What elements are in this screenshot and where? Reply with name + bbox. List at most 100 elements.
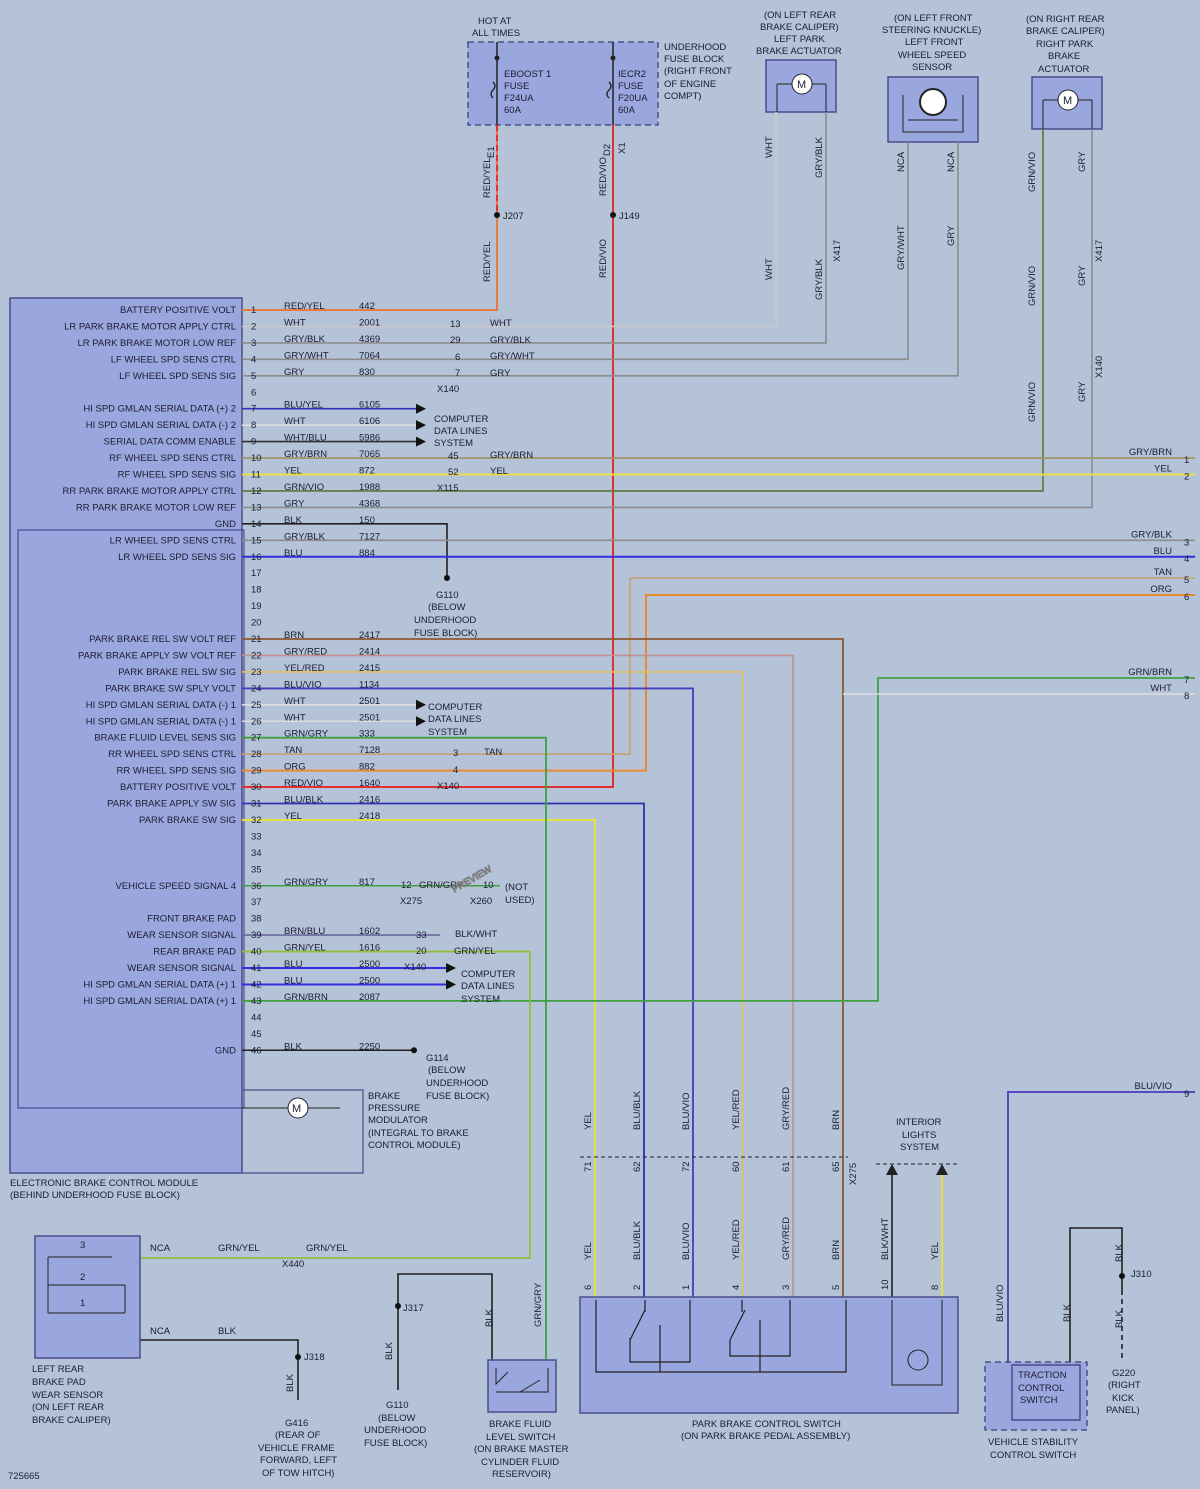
svg-text:(ON LEFT FRONT: (ON LEFT FRONT	[894, 13, 973, 24]
pin-number: 7	[251, 404, 256, 415]
circuit-number: 2001	[359, 317, 380, 328]
wire-color-label: BRN/BLU	[284, 926, 325, 937]
pin-number: 26	[251, 716, 262, 727]
wire-color-label: GRY/RED	[284, 646, 327, 657]
circuit-number: 7128	[359, 745, 380, 756]
svg-text:BRAKE CALIPER): BRAKE CALIPER)	[1026, 26, 1105, 37]
svg-text:OF TOW HITCH): OF TOW HITCH)	[262, 1468, 334, 1479]
svg-text:X260: X260	[470, 896, 492, 907]
wire-label: BLK	[384, 1341, 395, 1360]
pin-label: LR WHEEL SPD SENS CTRL	[110, 535, 236, 546]
fuse-conn-x1: X1	[617, 142, 628, 154]
circuit-number: 830	[359, 367, 375, 378]
svg-text:CONTROL MODULE): CONTROL MODULE)	[368, 1140, 461, 1151]
svg-text:SYSTEM: SYSTEM	[434, 438, 473, 449]
pin-number: 10	[880, 1279, 891, 1290]
pin-number: 40	[251, 947, 262, 958]
svg-text:FUSE BLOCK): FUSE BLOCK)	[426, 1091, 489, 1102]
pin-label: RR WHEEL SPD SENS SIG	[117, 766, 236, 777]
wire-yel-red	[242, 671, 744, 1297]
underhood-fuse-block	[467, 41, 659, 126]
ebcm-name: ELECTRONIC BRAKE CONTROL MODULE (BEHIND …	[10, 1178, 198, 1201]
pin-number: 42	[251, 979, 262, 990]
svg-text:X140: X140	[437, 781, 459, 792]
wire-label: GRY	[1077, 151, 1088, 172]
svg-text:COMPUTER: COMPUTER	[461, 969, 516, 980]
pin-label: RR PARK BRAKE MOTOR LOW REF	[76, 502, 236, 513]
park-switch-name: PARK BRAKE CONTROL SWITCH (ON PARK BRAKE…	[681, 1419, 850, 1442]
svg-text:X140: X140	[404, 962, 426, 973]
wire-label: BLK	[1114, 1243, 1125, 1262]
circuit-number: 6105	[359, 400, 380, 411]
svg-text:HOT AT: HOT AT	[478, 16, 512, 27]
wire-color-label: GRN/YEL	[284, 943, 326, 954]
fuse-block-name: UNDERHOOD FUSE BLOCK (RIGHT FRONT OF ENG…	[664, 42, 732, 102]
svg-text:13: 13	[450, 319, 461, 330]
vehicle-stability-control-switch	[984, 1361, 1088, 1431]
svg-text:(INTEGRAL TO BRAKE: (INTEGRAL TO BRAKE	[368, 1128, 469, 1139]
pin-label: RF WHEEL SPD SENS SIG	[118, 470, 236, 481]
wire-color-label: GRY/BLK	[284, 531, 326, 542]
circuit-number: 442	[359, 301, 375, 312]
svg-text:DATA LINES: DATA LINES	[428, 714, 482, 725]
wire-label: RED/VIO	[598, 157, 609, 196]
pin-number: 19	[251, 601, 262, 612]
wire-gry-red	[242, 654, 794, 1297]
svg-text:FUSE: FUSE	[504, 81, 529, 92]
circuit-number: 2414	[359, 646, 380, 657]
svg-text:MODULATOR: MODULATOR	[368, 1115, 428, 1126]
pin-number: 14	[251, 519, 262, 530]
wire-gry-2	[242, 129, 1093, 509]
svg-text:3: 3	[80, 1240, 85, 1251]
pin-row: 33	[251, 831, 262, 842]
svg-text:USED): USED)	[505, 895, 535, 906]
wire-blu-blk	[242, 802, 645, 1297]
circuit-number: 2087	[359, 992, 380, 1003]
pin-number: 36	[251, 881, 262, 892]
wire-color-label: BLU/VIO	[284, 679, 322, 690]
pin-number: 24	[251, 683, 262, 694]
svg-text:(ON PARK BRAKE PEDAL ASSEMBLY): (ON PARK BRAKE PEDAL ASSEMBLY)	[681, 1431, 850, 1442]
wire-label: WHT	[764, 136, 775, 158]
pin-row: 45	[251, 1029, 262, 1040]
pin-label: GND	[215, 519, 236, 530]
right-edge-wire: ORG	[1150, 584, 1172, 595]
svg-text:X140: X140	[437, 384, 459, 395]
svg-text:(BELOW: (BELOW	[428, 602, 466, 613]
wire-color-label: BRN	[284, 630, 304, 641]
circuit-number: 884	[359, 548, 375, 559]
circuit-number: 7127	[359, 531, 380, 542]
right-edge-wire: GRN/BRN	[1128, 667, 1172, 678]
conn-x275: X275	[848, 1163, 859, 1185]
right-edge-refs: GRY/BRN1YEL2GRY/BLK3BLU4TAN5ORG6GRN/BRN7…	[1128, 447, 1189, 1100]
pin-number: 35	[251, 864, 262, 875]
svg-text:20: 20	[416, 946, 427, 957]
wire-color-label: YEL	[284, 811, 302, 822]
svg-text:SYSTEM: SYSTEM	[900, 1142, 939, 1153]
wire-color-label: YEL/RED	[284, 663, 325, 674]
svg-text:OF ENGINE: OF ENGINE	[664, 79, 716, 90]
svg-text:(ON BRAKE MASTER: (ON BRAKE MASTER	[474, 1444, 569, 1455]
svg-text:CONTROL SWITCH: CONTROL SWITCH	[990, 1450, 1076, 1461]
pin-label: PARK BRAKE REL SW VOLT REF	[89, 634, 236, 645]
inline-connectors: 13 29 6 7 X140 45 52 X115 3 4 X140 12 X2…	[282, 319, 535, 1270]
right-edge-wire: BLU	[1154, 546, 1173, 557]
arrow-icon	[416, 716, 426, 727]
pin-label: LR WHEEL SPD SENS SIG	[118, 552, 236, 563]
splice-j310: J310	[1131, 1269, 1152, 1280]
right-edge-ref-number: 3	[1184, 537, 1189, 548]
arrow-icon	[446, 979, 456, 990]
circuit-number: 1640	[359, 778, 380, 789]
svg-text:29: 29	[450, 335, 461, 346]
pin-number: 3	[781, 1285, 792, 1290]
